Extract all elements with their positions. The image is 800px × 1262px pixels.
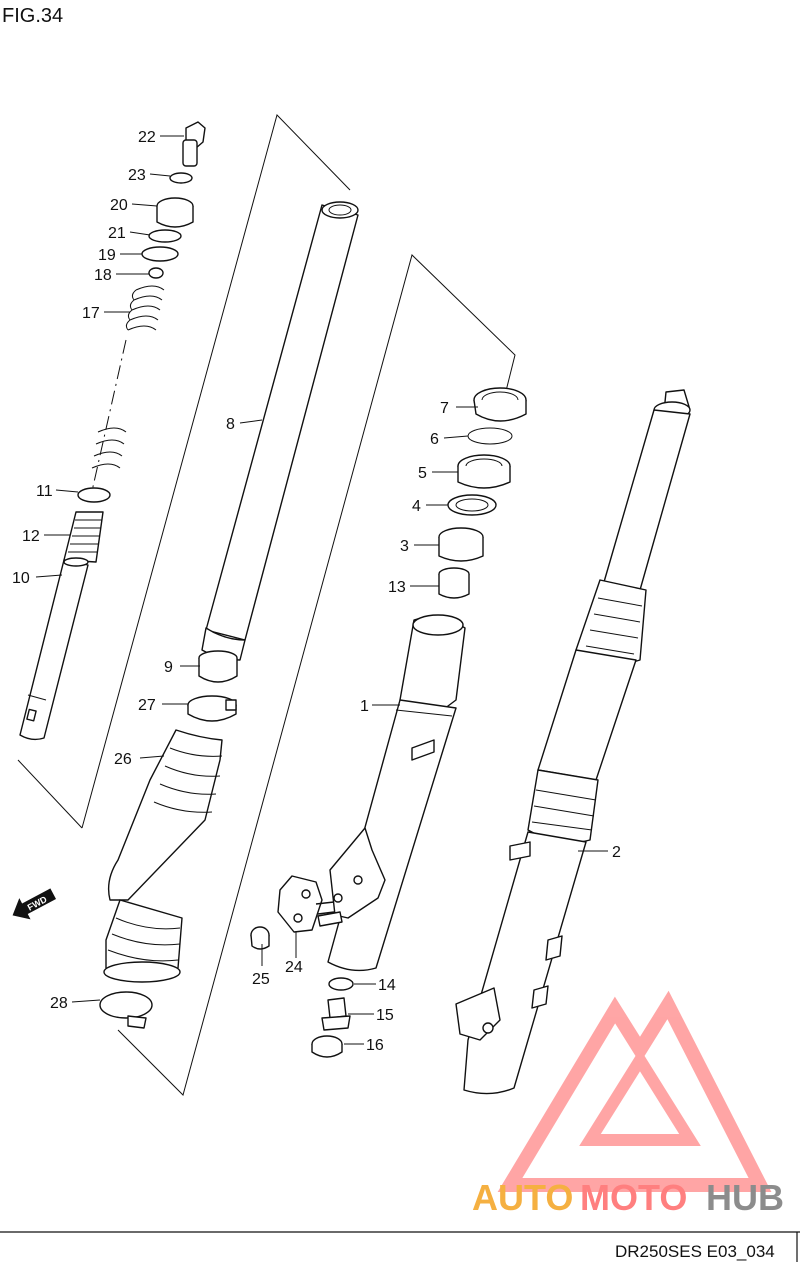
part-9-bush <box>198 650 238 683</box>
callout-17: 17 <box>82 305 100 322</box>
callout-13: 13 <box>388 579 406 596</box>
callout-23: 23 <box>128 167 146 184</box>
part-28-clamp <box>99 991 153 1029</box>
part-15-drain-bolt <box>321 997 351 1031</box>
callout-10: 10 <box>12 570 30 587</box>
part-6-stopper-ring <box>467 427 513 445</box>
callout-27: 27 <box>138 697 156 714</box>
callout-3: 3 <box>400 538 409 555</box>
callout-24: 24 <box>285 959 303 976</box>
part-12-spring-sleeve <box>63 511 104 563</box>
part-23-o-ring <box>169 172 193 184</box>
callout-5: 5 <box>418 465 427 482</box>
brand-hub: HUB <box>706 1177 784 1218</box>
part-5-oil-seal <box>457 454 511 489</box>
callout-8: 8 <box>226 416 235 433</box>
part-17-spring-lower <box>91 427 127 469</box>
group-outline-left <box>17 114 351 829</box>
callout-11: 11 <box>36 483 53 500</box>
part-7-dust-seal <box>473 387 527 422</box>
callout-4: 4 <box>412 498 421 515</box>
part-13-bush <box>438 567 470 599</box>
callout-12: 12 <box>22 528 40 545</box>
part-16-washer <box>311 1035 343 1058</box>
callout-22: 22 <box>138 129 156 146</box>
callout-25: 25 <box>252 971 270 988</box>
part-17-spring-top <box>125 285 165 331</box>
callout-21: 21 <box>108 225 126 242</box>
part-10-damper-rod <box>19 557 89 741</box>
part-26-dust-boot <box>103 729 223 983</box>
brand-auto: AUTO <box>472 1177 573 1218</box>
part-20-adjuster <box>156 197 194 228</box>
part-18-nut <box>148 267 164 279</box>
part-11-ring <box>77 487 111 503</box>
spring-axis <box>89 339 127 501</box>
part-24-axle-holder <box>277 875 335 933</box>
callout-14: 14 <box>378 977 396 994</box>
callout-7: 7 <box>440 400 449 417</box>
callout-labels: 22 23 20 21 19 18 17 8 7 6 5 4 3 13 11 1… <box>12 129 621 1054</box>
part-22-cap-bolt <box>182 121 206 167</box>
callout-6: 6 <box>430 431 439 448</box>
watermark-logo-icon <box>497 990 772 1192</box>
part-25-nut <box>250 926 270 950</box>
part-2-fork-assembly <box>455 389 691 1095</box>
callout-2: 2 <box>612 844 621 861</box>
callout-9: 9 <box>164 659 173 676</box>
brand-moto: MOTO <box>580 1177 687 1218</box>
callout-16: 16 <box>366 1037 384 1054</box>
callout-19: 19 <box>98 247 116 264</box>
callout-15: 15 <box>376 1007 394 1024</box>
callout-20: 20 <box>110 197 128 214</box>
figure-code: DR250SES E03_034 <box>615 1242 775 1261</box>
callout-26: 26 <box>114 751 132 768</box>
part-14-gasket <box>328 977 354 991</box>
part-4-washer <box>447 494 497 516</box>
leader-lines <box>35 135 608 1045</box>
part-1-outer-tube-right <box>317 614 466 972</box>
part-21-ring <box>148 229 182 243</box>
figure-title: FIG.34 <box>2 5 63 27</box>
part-3-slide-bush <box>438 527 484 562</box>
part-19-washer <box>141 246 179 262</box>
fwd-arrow-icon: FWD <box>12 888 57 920</box>
group-outline-middle <box>117 254 516 1096</box>
watermark-brand: AUTO MOTO HUB <box>472 1177 784 1218</box>
callout-18: 18 <box>94 267 112 284</box>
part-27-clamp <box>187 695 237 722</box>
callout-1: 1 <box>360 698 369 715</box>
callout-28: 28 <box>50 995 68 1012</box>
